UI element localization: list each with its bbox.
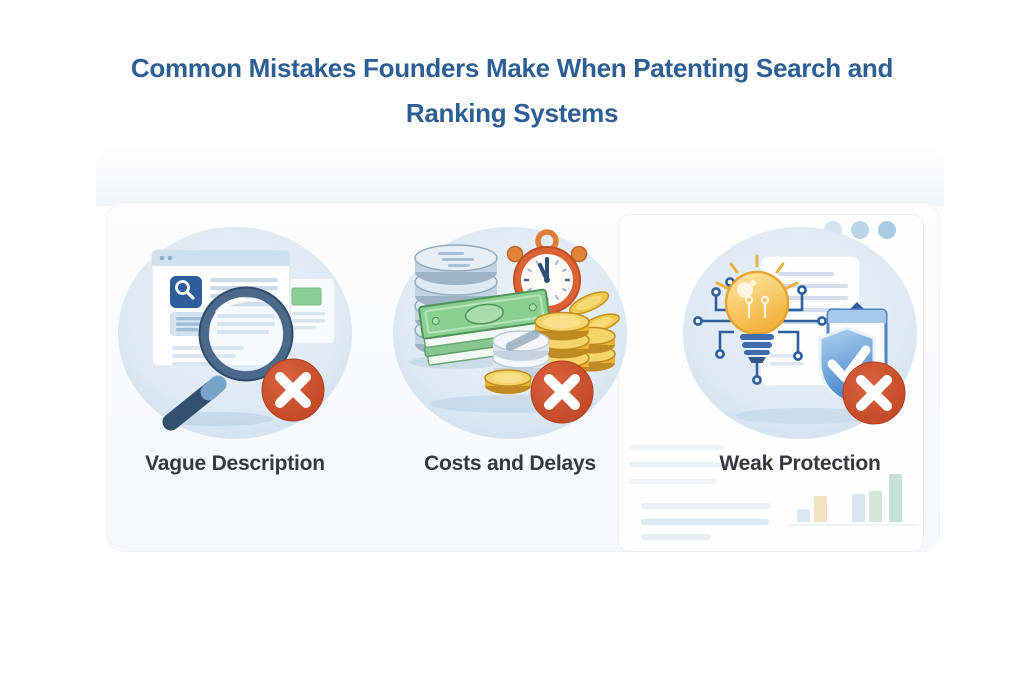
lightbulb-circuit-shield-icon xyxy=(682,226,918,444)
page-title: Common Mistakes Founders Make When Paten… xyxy=(130,53,894,128)
item-vague-description: Vague Description xyxy=(117,226,353,476)
background-band xyxy=(96,146,944,206)
placeholder-line xyxy=(641,534,711,540)
item-costs-and-delays: Costs and Delays xyxy=(392,226,628,476)
lightbulb xyxy=(715,254,799,363)
placeholder-line xyxy=(629,445,724,450)
mini-bar-chart xyxy=(797,462,929,522)
mini-bar xyxy=(814,496,827,522)
x-badge-icon xyxy=(842,361,906,425)
x-badge-icon xyxy=(261,358,325,422)
item-weak-protection: Weak Protection xyxy=(682,226,918,476)
placeholder-line xyxy=(629,479,717,484)
x-badge-icon xyxy=(530,360,594,424)
tilted-gold-coins xyxy=(568,291,620,333)
placeholder-line xyxy=(641,519,769,525)
item-label: Vague Description xyxy=(145,452,325,475)
browser-dot xyxy=(851,221,869,239)
placeholder-line xyxy=(629,462,744,467)
mini-bar xyxy=(797,509,810,522)
gold-coins-bottom xyxy=(484,369,532,394)
shadow xyxy=(735,408,879,424)
magnifier xyxy=(161,286,294,431)
money-coins-stopwatch-icon xyxy=(392,226,628,444)
mini-bar xyxy=(869,491,882,522)
mini-bar xyxy=(889,474,902,522)
mini-bar xyxy=(852,494,865,522)
secondary-card xyxy=(284,277,336,345)
item-label: Weak Protection xyxy=(719,452,881,475)
item-label: Costs and Delays xyxy=(424,452,596,475)
browser-dot xyxy=(878,221,896,239)
placeholder-line xyxy=(641,503,771,509)
mini-chart-baseline xyxy=(789,524,919,526)
magnifier-vague-document-icon xyxy=(117,226,353,444)
